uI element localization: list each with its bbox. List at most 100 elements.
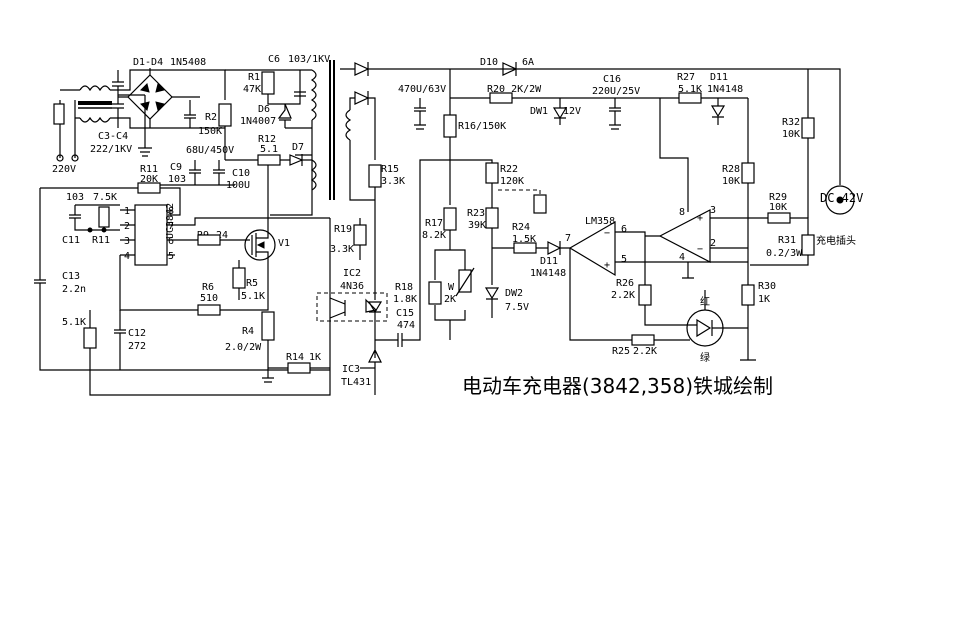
r31-value: 0.2/3W bbox=[766, 248, 803, 259]
c15-label: C15 bbox=[396, 308, 414, 319]
pin4: 4 bbox=[124, 251, 130, 262]
aux-supply: D10 6A R20 2K/2W DW1 12V C16 220U/25V bbox=[450, 57, 660, 130]
d11b-label: D11 bbox=[710, 72, 728, 83]
r5-label: R5 bbox=[246, 278, 258, 289]
pin8: 8 bbox=[168, 206, 174, 217]
uc3842-chip bbox=[134, 204, 168, 266]
uc3842-label: UC3842 bbox=[165, 203, 176, 239]
dw2-value: 7.5V bbox=[505, 302, 529, 313]
r14-label: R14 bbox=[286, 352, 304, 363]
opb-pin3: 3 bbox=[710, 205, 716, 216]
opamp-b bbox=[658, 209, 711, 263]
r4-value: 2.0/2W bbox=[225, 342, 262, 353]
r2-value: 150K bbox=[198, 126, 222, 137]
d10-diode bbox=[502, 62, 518, 76]
c3-c4-caps bbox=[112, 70, 124, 128]
pin1: 1 bbox=[124, 206, 130, 217]
c3-c4-label: C3-C4 bbox=[98, 131, 128, 142]
d6-label: D6 bbox=[258, 104, 270, 115]
pin5: 5 bbox=[168, 251, 174, 262]
snubber-section: C6 103/1KV R1 47K D6 1N4007 bbox=[240, 54, 330, 129]
c11-label: C11 bbox=[62, 235, 80, 246]
r22-resistor bbox=[485, 162, 499, 184]
bulk-capacitor-section: R2 150K 68U/450V bbox=[184, 69, 265, 160]
r24-value: 1.5K bbox=[512, 234, 536, 245]
r11b-label: R11 bbox=[92, 235, 110, 246]
c6-label: C6 bbox=[268, 54, 280, 65]
bulk-cap-rating: 68U/450V bbox=[186, 145, 234, 156]
r15-resistor bbox=[368, 164, 382, 188]
r22-value: 120K bbox=[500, 176, 524, 187]
r1-label: R1 bbox=[248, 72, 260, 83]
r28-resistor bbox=[741, 162, 755, 184]
d6-diode bbox=[277, 103, 292, 128]
r32-label: R32 bbox=[782, 117, 800, 128]
ic3-label: IC3 bbox=[342, 364, 360, 375]
r23-resistor bbox=[485, 207, 499, 229]
pin3: 3 bbox=[124, 236, 130, 247]
output-section: R32 10K R29 10K R31 0.2/3W DC 42V 充电插头 bbox=[750, 68, 863, 266]
pin6: 6 bbox=[168, 236, 174, 247]
vcc-supply: R12 5.1 D7 C9 103 C10 100U bbox=[160, 134, 312, 215]
r26-label: R26 bbox=[616, 278, 634, 289]
r11a-value: 20K bbox=[140, 174, 158, 185]
r26-value: 2.2K bbox=[611, 290, 635, 301]
c9-value: 103 bbox=[168, 174, 186, 185]
c13-label: C13 bbox=[62, 271, 80, 282]
opb-pin8: 8 bbox=[679, 207, 685, 218]
v1-mosfet bbox=[244, 229, 276, 261]
r28-label: R28 bbox=[722, 164, 740, 175]
r24-label: R24 bbox=[512, 222, 530, 233]
r6-value: 510 bbox=[200, 293, 218, 304]
c470u-label: 470U/63V bbox=[398, 84, 446, 95]
r9-value: 24 bbox=[216, 230, 228, 241]
r29-label: R29 bbox=[769, 192, 787, 203]
r27-resistor bbox=[678, 92, 702, 104]
secondary-section: 470U/63V R15 3.3K R19 3.3K IC2 4N36 R18 … bbox=[316, 62, 808, 395]
d11a-part: 1N4148 bbox=[530, 268, 566, 279]
opa-pin7: 7 bbox=[565, 233, 571, 244]
r4-resistor bbox=[261, 311, 275, 341]
r7-5k-label: 7.5K bbox=[93, 192, 117, 203]
r30-resistor bbox=[741, 284, 755, 306]
led-green-label: 绿 bbox=[700, 351, 710, 364]
c9-label: C9 bbox=[170, 162, 182, 173]
r32-resistor bbox=[801, 117, 815, 139]
dw1-label: DW1 bbox=[530, 106, 548, 117]
fuse bbox=[53, 103, 65, 125]
r20-label: R20 2K/2W bbox=[487, 84, 542, 95]
r12-value: 5.1 bbox=[260, 144, 278, 155]
r5-value: 5.1K bbox=[241, 291, 265, 302]
d6-part: 1N4007 bbox=[240, 116, 276, 127]
schematic-title: 电动车充电器(3842,358)铁城绘制 bbox=[462, 374, 773, 398]
d11a-diode bbox=[547, 241, 570, 255]
voltage-divider: R16/150K R17 8.2K W 2K bbox=[422, 69, 506, 340]
r17-resistor bbox=[443, 207, 457, 231]
r19-label: R19 bbox=[334, 224, 352, 235]
c6-value: 103/1KV bbox=[288, 54, 330, 65]
pwm-controller: R11 20K UC3842 1 2 3 4 5 6 7 8 103 7.5K … bbox=[34, 164, 331, 396]
r7-5k-resistor bbox=[98, 206, 110, 228]
plug-label: 充电插头 bbox=[816, 234, 856, 247]
d10-label: D10 bbox=[480, 57, 498, 68]
lm358-label: LM358 bbox=[585, 216, 615, 227]
opa-pin5: 5 bbox=[621, 254, 627, 265]
d11a-label: D11 bbox=[540, 256, 558, 267]
r-fixed bbox=[428, 281, 442, 305]
r30-label: R30 bbox=[758, 281, 776, 292]
c12-value: 272 bbox=[128, 341, 146, 352]
r17-value: 8.2K bbox=[422, 230, 446, 241]
r29-resistor bbox=[767, 212, 791, 224]
bridge-part: 1N5408 bbox=[170, 57, 206, 68]
c16-label: C16 bbox=[603, 74, 621, 85]
bridge-rectifier: D1-D4 1N5408 bbox=[118, 57, 206, 128]
ac-terminal-l bbox=[56, 154, 64, 162]
r20-resistor bbox=[489, 92, 513, 104]
r31-label: R31 bbox=[778, 235, 796, 246]
r1-resistor bbox=[261, 71, 275, 95]
status-led: 红 绿 bbox=[686, 290, 748, 364]
power-switch: R9 24 V1 R5 5.1K R6 510 R4 2.0/2W R14 1K bbox=[197, 215, 330, 383]
dc-output-label: DC 42V bbox=[820, 191, 863, 205]
c16-value: 220U/25V bbox=[592, 86, 640, 97]
